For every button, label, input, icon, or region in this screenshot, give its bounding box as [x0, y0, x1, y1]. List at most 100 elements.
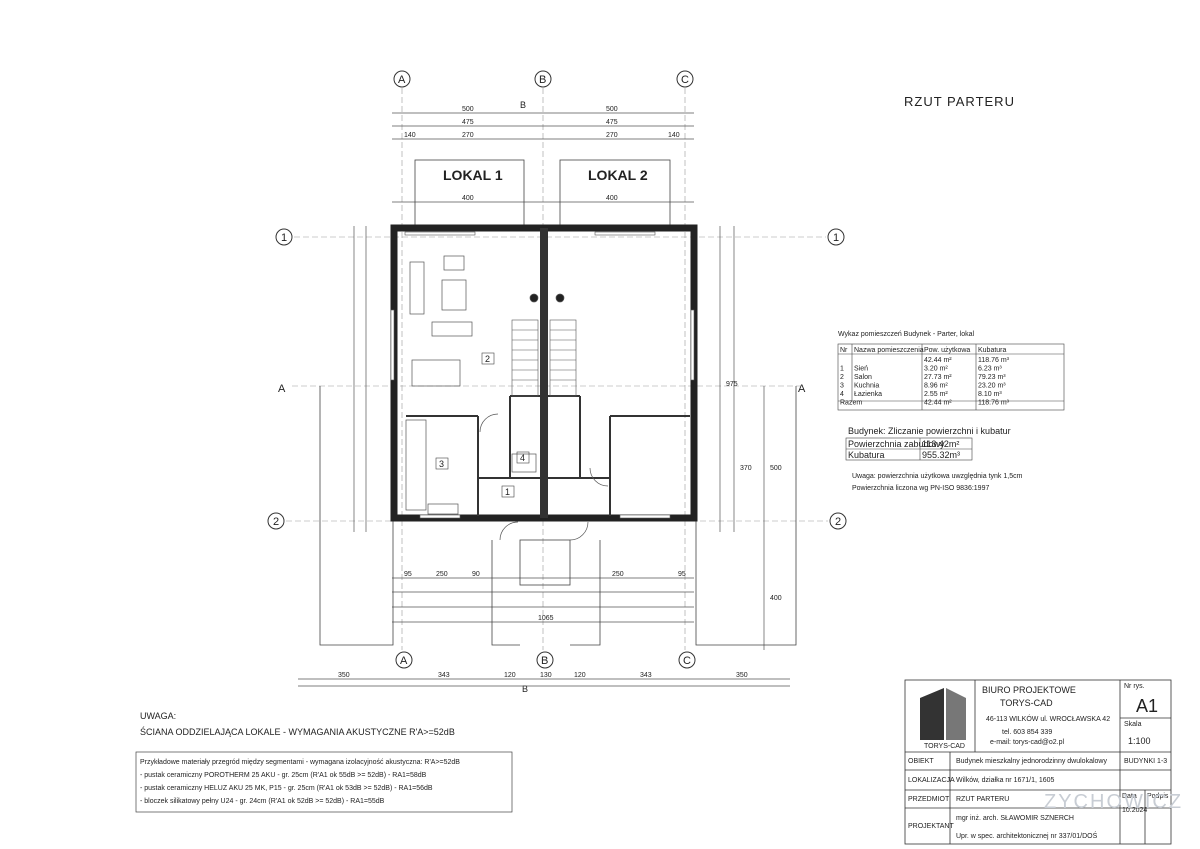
svg-text:B: B: [520, 100, 526, 110]
torys-cad-logo: [920, 688, 966, 740]
svg-text:120: 120: [574, 672, 586, 679]
svg-text:PRZEDMIOT: PRZEDMIOT: [908, 796, 950, 803]
axis-markers-top: [267, 70, 847, 669]
svg-text:TORYS-CAD: TORYS-CAD: [924, 743, 965, 750]
svg-text:Podpis: Podpis: [1147, 793, 1169, 800]
svg-text:Powierzchnia zabudowy: Powierzchnia zabudowy: [848, 439, 945, 449]
schedule-cell: 2: [840, 374, 844, 381]
schedule-header: Kubatura: [978, 347, 1007, 354]
svg-text:250: 250: [436, 571, 448, 578]
svg-text:A: A: [798, 383, 806, 395]
schedule-cell: Razem: [840, 400, 862, 407]
svg-text:250: 250: [612, 571, 624, 578]
svg-text:350: 350: [338, 672, 350, 679]
svg-text:- pustak ceramiczny HELUZ AKU: - pustak ceramiczny HELUZ AKU 25 MK, P15…: [140, 785, 433, 792]
svg-text:UWAGA:: UWAGA:: [140, 711, 176, 721]
svg-text:270: 270: [606, 132, 618, 139]
svg-text:120: 120: [504, 672, 516, 679]
svg-text:B: B: [541, 655, 548, 667]
schedule-cell: 2.55 m²: [924, 391, 948, 398]
svg-text:RZUT PARTERU: RZUT PARTERU: [956, 796, 1009, 803]
svg-text:140: 140: [404, 132, 416, 139]
svg-text:1065: 1065: [538, 615, 554, 622]
schedule-cell: 8.10 m³: [978, 391, 1002, 398]
schedule-cell: 118.76 m³: [978, 357, 1010, 364]
svg-text:Budynek: Zliczanie powierzchni: Budynek: Zliczanie powierzchni i kubatur: [848, 426, 1011, 436]
dimension-lines: [298, 112, 790, 687]
acoustic-notes: UWAGA: ŚCIANA ODDZIELAJĄCA LOKALE - WYMA…: [135, 711, 513, 813]
title-block: TORYS-CAD BIURO PROJEKTOWE TORYS-CAD 46-…: [904, 679, 1172, 845]
furniture: [405, 255, 609, 541]
svg-text:LOKALIZACJA: LOKALIZACJA: [908, 777, 955, 784]
schedule-cell: 27.73 m²: [924, 374, 952, 381]
svg-text:- pustak ceramiczny POROTHERM: - pustak ceramiczny POROTHERM 25 AKU - g…: [140, 772, 427, 779]
lokal-2-label: LOKAL 2: [588, 167, 648, 183]
schedule-cell: 8.96 m²: [924, 383, 948, 390]
lokal-1-label: LOKAL 1: [443, 167, 503, 183]
svg-text:B: B: [539, 74, 546, 86]
svg-text:1: 1: [281, 232, 287, 244]
svg-text:1: 1: [833, 232, 839, 244]
schedule-cell: 4: [840, 391, 844, 398]
svg-text:475: 475: [462, 119, 474, 126]
schedule-cell: 3: [840, 383, 844, 390]
svg-text:PROJEKTANT: PROJEKTANT: [908, 823, 954, 830]
svg-text:2: 2: [273, 516, 279, 528]
schedule-cell: Łazienka: [854, 391, 882, 398]
svg-text:2: 2: [835, 516, 841, 528]
svg-text:975: 975: [726, 381, 738, 388]
svg-text:4: 4: [520, 453, 525, 463]
svg-text:90: 90: [472, 571, 480, 578]
svg-text:Upr. w spec. architektonicznej: Upr. w spec. architektonicznej nr 337/01…: [956, 831, 1098, 840]
building-walls: [390, 224, 698, 522]
svg-text:270: 270: [462, 132, 474, 139]
room-number-texts: 1 2 3 4: [439, 354, 525, 497]
svg-text:95: 95: [404, 571, 412, 578]
area-summary: Budynek: Zliczanie powierzchni i kubatur…: [845, 426, 1023, 492]
svg-text:A1: A1: [1136, 696, 1158, 716]
svg-text:A: A: [278, 383, 286, 395]
schedule-header: Pow. użytkowa: [924, 347, 970, 354]
schedule-cell: 79.23 m³: [978, 374, 1006, 381]
svg-text:1:100: 1:100: [1128, 736, 1151, 746]
svg-text:400: 400: [462, 195, 474, 202]
svg-text:500: 500: [462, 106, 474, 113]
svg-text:e-mail: torys-cad@o2.pl: e-mail: torys-cad@o2.pl: [990, 739, 1064, 746]
schedule-cell: 42.44 m²: [924, 357, 952, 364]
svg-text:400: 400: [606, 195, 618, 202]
schedule-header: Nr: [840, 347, 848, 354]
svg-text:tel. 603 854 339: tel. 603 854 339: [1002, 729, 1052, 736]
svg-text:Przykładowe materiały przegród: Przykładowe materiały przegród między se…: [140, 759, 460, 766]
svg-text:2: 2: [485, 354, 490, 364]
svg-text:B: B: [522, 684, 528, 694]
axis-labels: A B C A B C 1 1 2 2 A A B B: [273, 74, 841, 694]
schedule-cell: 42.44 m²: [924, 400, 952, 407]
svg-text:Powierzchnia liczona wg PN-ISO: Powierzchnia liczona wg PN-ISO 9836:1997: [852, 485, 989, 492]
svg-text:370: 370: [740, 465, 752, 472]
svg-text:400: 400: [770, 595, 782, 602]
svg-text:Uwaga: powierzchnia użytkowa u: Uwaga: powierzchnia użytkowa uwzględnia …: [852, 473, 1023, 480]
svg-text:46-113 WILKÓW ul. WROCŁAWSKA 4: 46-113 WILKÓW ul. WROCŁAWSKA 42: [986, 714, 1110, 723]
svg-text:Wykaz pomieszczeń Budynek - Pa: Wykaz pomieszczeń Budynek - Parter, loka…: [838, 331, 975, 338]
dimension-texts: 500 500 475 475 140 270 270 140 400 400 …: [338, 106, 782, 679]
schedule-cell: 6.23 m³: [978, 366, 1002, 373]
svg-text:140: 140: [668, 132, 680, 139]
svg-text:ŚCIANA ODDZIELAJĄCA LOKALE - W: ŚCIANA ODDZIELAJĄCA LOKALE - WYMAGANIA A…: [140, 726, 455, 737]
svg-text:TORYS-CAD: TORYS-CAD: [1000, 698, 1053, 708]
svg-text:3: 3: [439, 459, 444, 469]
svg-text:130: 130: [540, 672, 552, 679]
schedule-header: Nazwa pomieszczenia: [854, 347, 924, 354]
watermark: ZYCHOWICZ: [1044, 791, 1183, 813]
svg-text:A: A: [400, 655, 408, 667]
drawing-title: RZUT PARTERU: [904, 94, 1015, 109]
schedule-cell: 3.20 m²: [924, 366, 948, 373]
svg-text:Kubatura: Kubatura: [848, 450, 885, 460]
schedule-cell: 118.76 m³: [978, 400, 1010, 407]
schedule-cell: Kuchnia: [854, 383, 879, 390]
svg-text:500: 500: [606, 106, 618, 113]
schedule-cell: Salon: [854, 374, 872, 381]
svg-text:OBIEKT: OBIEKT: [908, 758, 934, 765]
schedule-cell: 23.20 m³: [978, 383, 1006, 390]
svg-text:- bloczek silikatowy pełny U24: - bloczek silikatowy pełny U24 - gr. 24c…: [140, 798, 385, 805]
